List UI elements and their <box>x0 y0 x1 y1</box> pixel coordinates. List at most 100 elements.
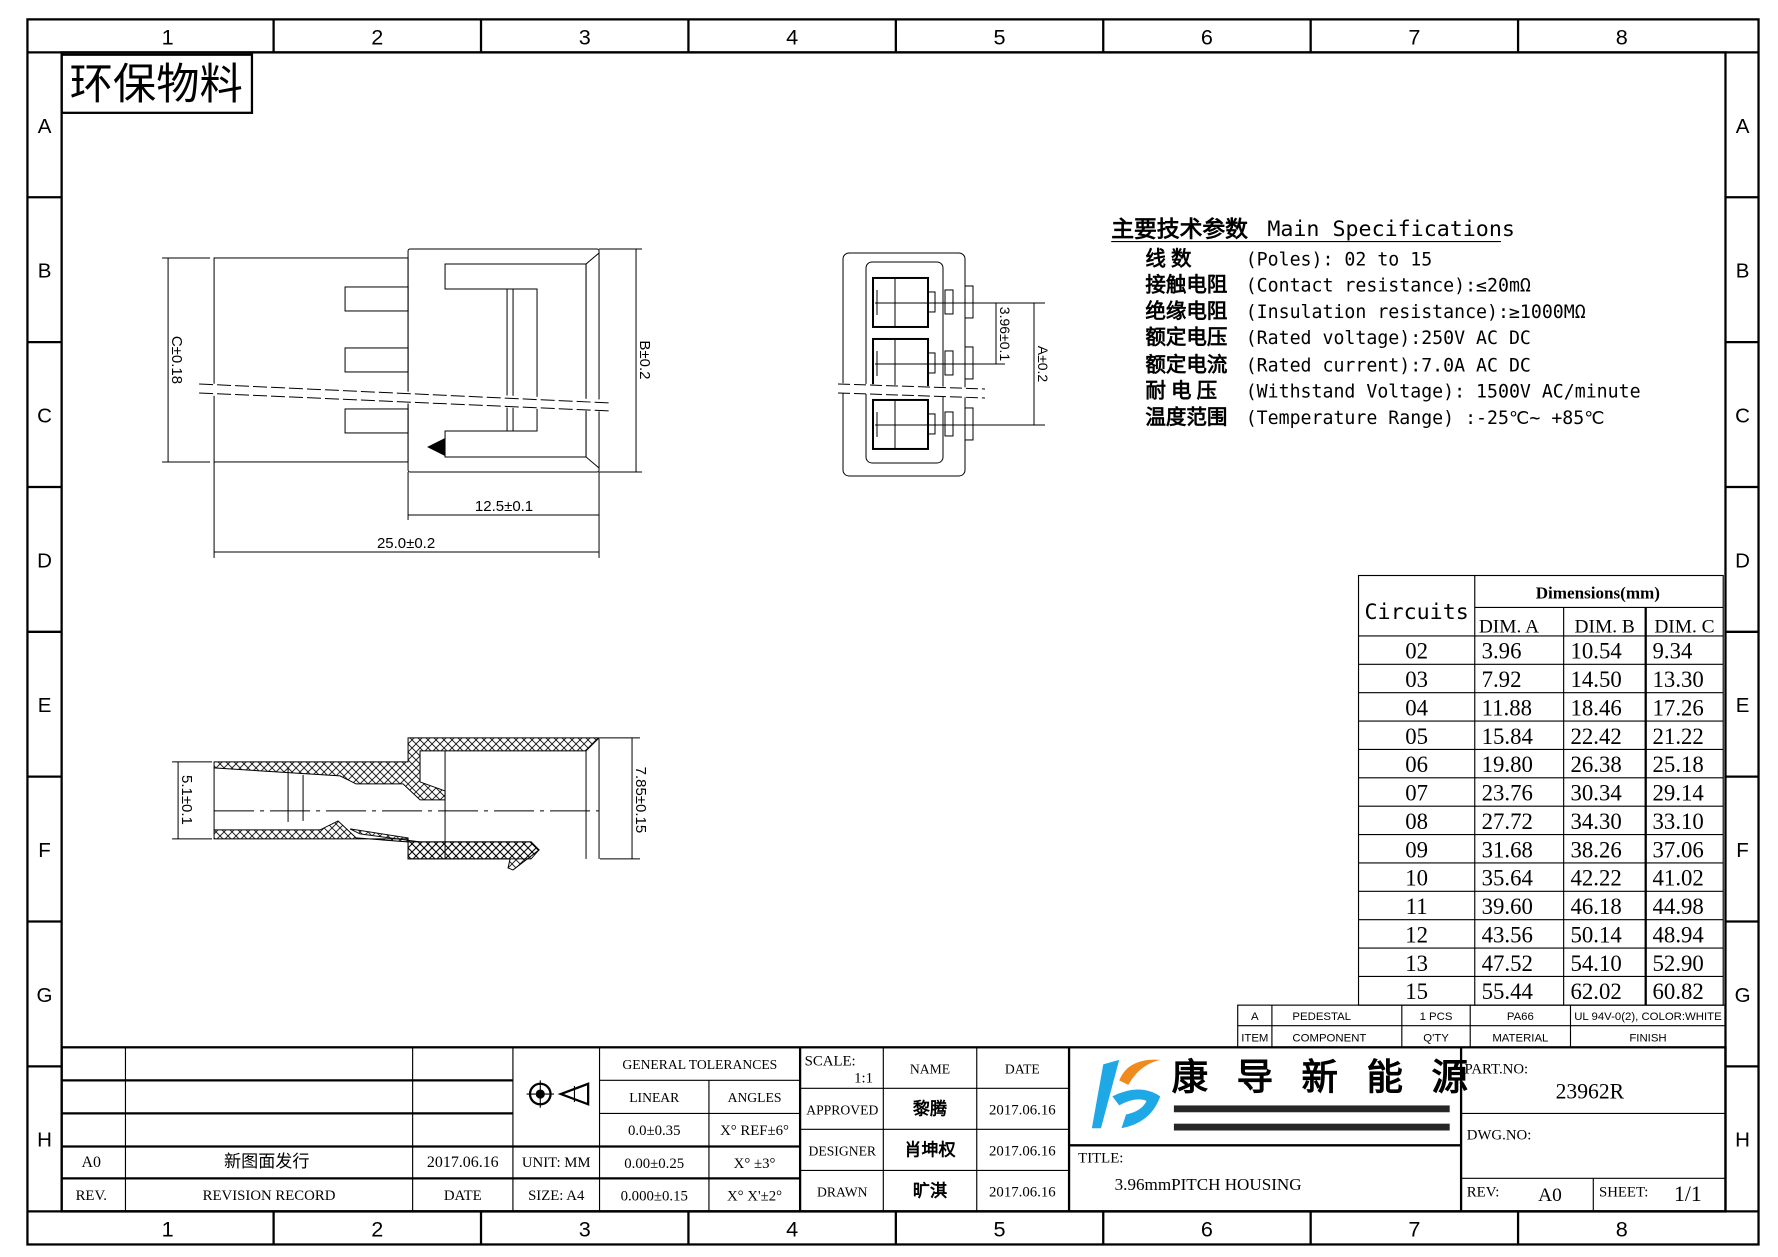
bom-header-cell: MATERIAL <box>1492 1033 1548 1045</box>
angle-tolerance: X° REF±6° <box>720 1123 789 1139</box>
spec-value-en: (Temperature Range) :-25℃~ +85℃ <box>1246 408 1605 429</box>
column-marker-bottom: 7 <box>1408 1216 1420 1241</box>
row-marker-left: G <box>37 984 53 1007</box>
dimension-cell: 9.34 <box>1653 639 1693 664</box>
dimension-cell: 54.10 <box>1570 951 1621 976</box>
dimension-cell: 60.82 <box>1653 979 1704 1004</box>
rev-label: REV: <box>1467 1185 1500 1201</box>
bom-header-cell: Q'TY <box>1423 1033 1449 1045</box>
dimension-cell: 10.54 <box>1570 639 1622 664</box>
spec-label-cn: 额定电压 <box>1145 325 1227 349</box>
bom-cell: UL 94V-0(2), COLOR:WHITE <box>1574 1011 1722 1023</box>
row-marker-right: D <box>1735 549 1750 572</box>
angles-header: ANGLES <box>728 1090 782 1105</box>
polarity-arrow-icon <box>427 437 446 456</box>
column-marker-bottom: 6 <box>1201 1216 1213 1241</box>
eco-material-stamp: 环保物料 <box>60 53 254 114</box>
column-marker-bottom: 4 <box>786 1216 798 1241</box>
dimension-cell: 19.80 <box>1482 752 1533 777</box>
dimension-cell: 34.30 <box>1570 809 1621 834</box>
dimension-cell: 23.76 <box>1482 781 1533 806</box>
bom-header-cell: FINISH <box>1629 1033 1666 1045</box>
dimension-cell: 41.02 <box>1653 866 1704 891</box>
linear-tolerance: 0.0±0.35 <box>628 1123 681 1139</box>
unit-label: UNIT: MM <box>522 1155 591 1171</box>
signoff-name: 黎腾 <box>913 1099 948 1119</box>
scale-label: SCALE: <box>805 1054 856 1070</box>
company-name-char: 新 <box>1302 1057 1338 1097</box>
circuits-cell: 06 <box>1405 752 1428 777</box>
dimension-cell: 35.64 <box>1482 866 1534 891</box>
row-marker-right: H <box>1735 1129 1750 1152</box>
dimension-cell: 18.46 <box>1570 695 1621 720</box>
column-marker-bottom: 8 <box>1616 1216 1628 1241</box>
angle-tolerance: X° X'±2° <box>727 1188 782 1204</box>
row-marker-right: E <box>1736 694 1750 717</box>
circuits-cell: 04 <box>1405 695 1428 720</box>
signoff-name: 肖坤权 <box>904 1140 956 1160</box>
angle-tolerance: X° ±3° <box>734 1156 776 1172</box>
dwg-no-label: DWG.NO: <box>1467 1128 1532 1144</box>
dimension-cell: 11.88 <box>1482 695 1532 720</box>
row-marker-left: E <box>38 694 52 717</box>
rev-header: REV. <box>76 1188 107 1204</box>
column-marker-top: 1 <box>162 24 174 49</box>
row-marker-left: F <box>38 839 51 862</box>
column-marker-top: 2 <box>371 24 383 49</box>
circuits-cell: 09 <box>1405 837 1428 862</box>
column-marker-bottom: 1 <box>162 1216 174 1241</box>
signoff-role: DRAWN <box>817 1185 868 1200</box>
row-marker-left: H <box>37 1129 52 1152</box>
row-marker-left: A <box>38 115 52 138</box>
bom-cell: A <box>1251 1011 1259 1023</box>
column-marker-top: 5 <box>994 24 1006 49</box>
dimension-cell: 31.68 <box>1482 837 1533 862</box>
dim-b-label: B±0.2 <box>636 340 653 379</box>
dimension-cell: 29.14 <box>1653 781 1705 806</box>
name-header: NAME <box>910 1062 950 1077</box>
dimension-cell: 13.30 <box>1653 667 1704 692</box>
bom-header-cell: ITEM <box>1241 1033 1268 1045</box>
terminal-cavity <box>872 398 930 450</box>
dimension-cell: 30.34 <box>1570 781 1622 806</box>
circuits-cell: 02 <box>1405 639 1428 664</box>
circuits-cell: 13 <box>1405 951 1428 976</box>
spec-label-cn: 绝缘电阻 <box>1145 299 1227 323</box>
signoff-date: 2017.06.16 <box>989 1144 1056 1160</box>
signoff-role: DESIGNER <box>809 1144 877 1159</box>
first-angle-projection-icon <box>526 1080 590 1108</box>
section-view-drawing: 5.1±0.1 7.85±0.15 <box>172 737 649 871</box>
spec-value-en: (Contact resistance):≤20mΩ <box>1246 276 1531 297</box>
sheet-label: SHEET: <box>1599 1185 1648 1201</box>
dimension-cell: 21.22 <box>1653 724 1704 749</box>
part-number: 23962R <box>1556 1080 1625 1104</box>
dimension-cell: 55.44 <box>1482 979 1534 1004</box>
dimension-cell: 17.26 <box>1653 695 1704 720</box>
dimension-cell: 38.26 <box>1570 837 1621 862</box>
revision-record-header: REVISION RECORD <box>203 1188 336 1204</box>
row-marker-left: D <box>37 549 52 572</box>
row-marker-left: C <box>37 404 52 427</box>
dim-large-height-label: 7.85±0.15 <box>632 767 649 834</box>
dimension-cell: 22.42 <box>1570 724 1621 749</box>
bom-cell: PA66 <box>1507 1011 1534 1023</box>
column-marker-top: 6 <box>1201 24 1213 49</box>
company-name-char: 源 <box>1431 1057 1468 1097</box>
dim-a-label: A±0.2 <box>1035 346 1051 383</box>
row-marker-right: F <box>1736 839 1749 862</box>
linear-header: LINEAR <box>629 1090 680 1105</box>
row-marker-left: B <box>38 260 52 283</box>
spec-label-cn: 接触电阻 <box>1145 273 1227 297</box>
date-header: DATE <box>444 1188 482 1204</box>
signoff-date-header: DATE <box>1005 1062 1040 1077</box>
dim-a-header: DIM. A <box>1479 616 1539 637</box>
row-marker-right: C <box>1735 404 1750 427</box>
scale-value: 1:1 <box>854 1071 873 1087</box>
row-marker-right: B <box>1736 260 1750 283</box>
dimension-cell: 52.90 <box>1653 951 1704 976</box>
general-tolerances-header: GENERAL TOLERANCES <box>622 1057 777 1072</box>
sheet-value: 1/1 <box>1674 1182 1702 1206</box>
dimension-cell: 39.60 <box>1482 894 1533 919</box>
